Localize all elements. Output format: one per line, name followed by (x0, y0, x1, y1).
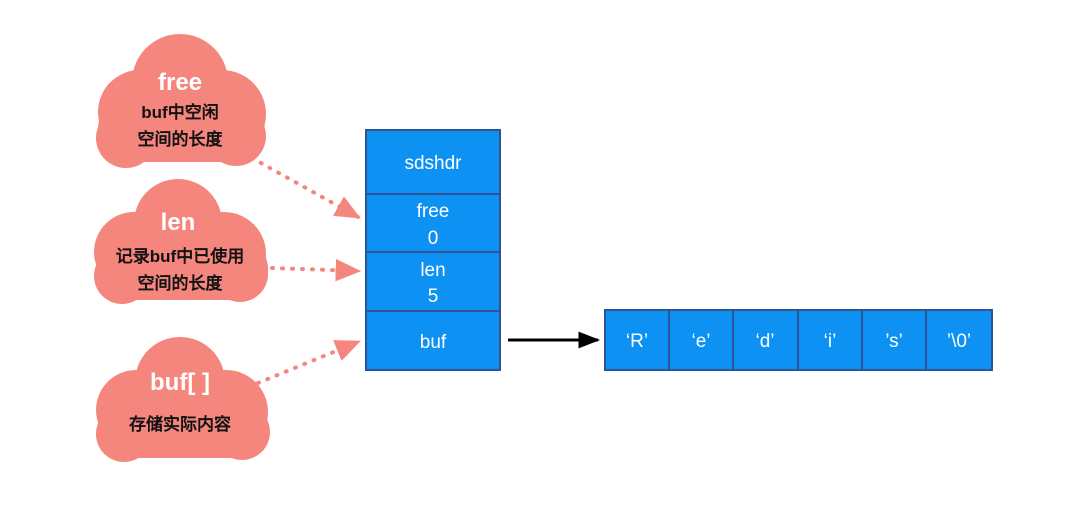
struct-row-len (365, 251, 501, 312)
struct-label-buf: buf (420, 332, 447, 353)
char-value-5: ’\0’ (947, 331, 971, 352)
cloud-len-line-2: 空间的长度 (138, 273, 224, 293)
char-value-0: ‘R’ (626, 331, 648, 352)
sdshdr-struct-box: sdshdr free 0 len 5 buf (365, 129, 501, 371)
cloud-buf: buf[ ] 存储实际内容 (96, 337, 270, 462)
cloud-free-title: free (158, 69, 202, 96)
cloud-len-line-1: 记录buf中已使用 (116, 246, 244, 266)
char-cell-4 (861, 309, 927, 371)
cloud-free-line-2: 空间的长度 (138, 129, 224, 149)
char-cell-5 (925, 309, 993, 371)
struct-label-free: free (417, 201, 450, 222)
cloud-buf-shape (96, 337, 270, 462)
struct-value-len: 5 (428, 286, 439, 307)
struct-row-sdshdr (365, 129, 501, 195)
struct-row-buf (365, 310, 501, 371)
cloud-free-line-1: buf中空闲 (141, 102, 218, 122)
cloud-len-shape (94, 179, 268, 304)
char-value-1: ‘e’ (691, 331, 710, 352)
cloud-buf-line-1: 存储实际内容 (129, 414, 231, 434)
struct-value-free: 0 (428, 228, 439, 249)
cloud-buf-title: buf[ ] (150, 369, 210, 396)
char-value-3: ‘i’ (824, 331, 837, 352)
char-value-2: ‘d’ (755, 331, 774, 352)
cloud-free: free buf中空闲 空间的长度 (96, 34, 266, 168)
cloud-len-title: len (161, 209, 196, 236)
char-value-4: ’s’ (885, 331, 903, 352)
struct-row-free (365, 193, 501, 253)
connector-buf-dotted-arrow (256, 340, 361, 385)
cloud-free-shape (96, 34, 266, 168)
struct-label-len: len (420, 260, 445, 281)
char-array: ‘R’ ‘e’ ‘d’ ‘i’ ’s’ ’\0’ (604, 309, 993, 371)
connector-len-dotted-arrow (270, 259, 362, 282)
char-cell-0 (604, 309, 670, 371)
char-cell-2 (732, 309, 799, 371)
struct-label-sdshdr: sdshdr (404, 153, 462, 174)
cloud-len: len 记录buf中已使用 空间的长度 (94, 179, 268, 304)
connector-free-dotted-arrow (250, 156, 361, 219)
